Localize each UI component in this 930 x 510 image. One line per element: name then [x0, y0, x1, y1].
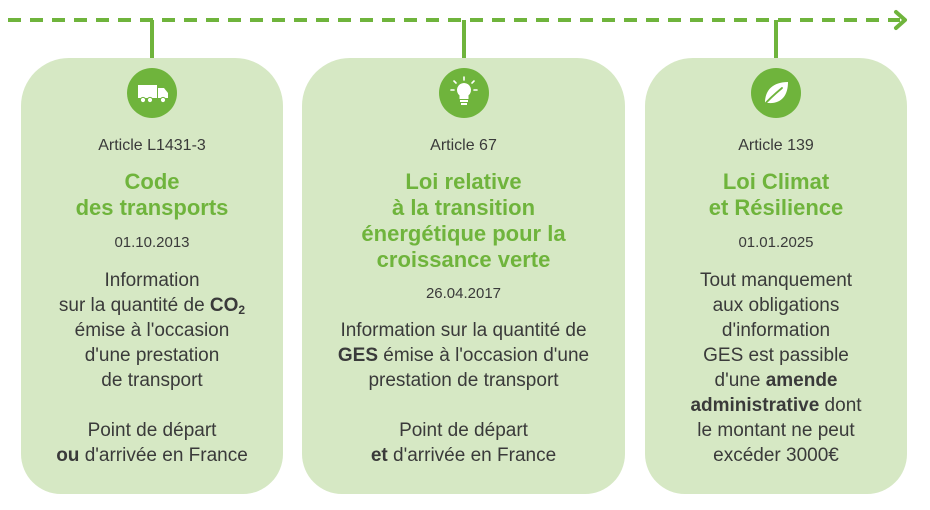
card-date: 01.01.2025 — [738, 234, 814, 251]
arrow-head-icon — [894, 10, 907, 30]
card-title: Loi Climat et Résilience — [708, 169, 844, 220]
timeline-arrow — [8, 10, 907, 40]
card-title: Code des transports — [75, 169, 229, 220]
card-code-des-transports: Article L1431-3 Code des transports 01.1… — [21, 58, 283, 494]
card-date: 01.10.2013 — [114, 234, 190, 251]
card-date: 26.04.2017 — [425, 285, 502, 302]
leaf-icon — [751, 68, 801, 118]
card-scope: Point de départ ou d'arrivée en France — [56, 420, 248, 466]
card-description: Information sur la quantité de GES émise… — [337, 320, 590, 391]
article-label: Article L1431-3 — [98, 137, 206, 154]
card-description: Tout manquement aux obligations d'inform… — [690, 270, 862, 466]
truck-icon — [127, 68, 177, 118]
card-scope: Point de départ et d'arrivée en France — [370, 420, 557, 466]
card-title: Loi relative à la transition énergétique… — [361, 169, 566, 272]
card-transition-energetique: Article 67 Loi relative à la transition … — [302, 58, 625, 494]
article-label: Article 139 — [738, 137, 814, 154]
lightbulb-icon — [438, 68, 489, 118]
card-loi-climat: Article 139 Loi Climat et Résilience 01.… — [645, 58, 907, 494]
card-description: Information sur la quantité de CO2 émise… — [58, 270, 246, 391]
article-label: Article 67 — [430, 137, 497, 154]
